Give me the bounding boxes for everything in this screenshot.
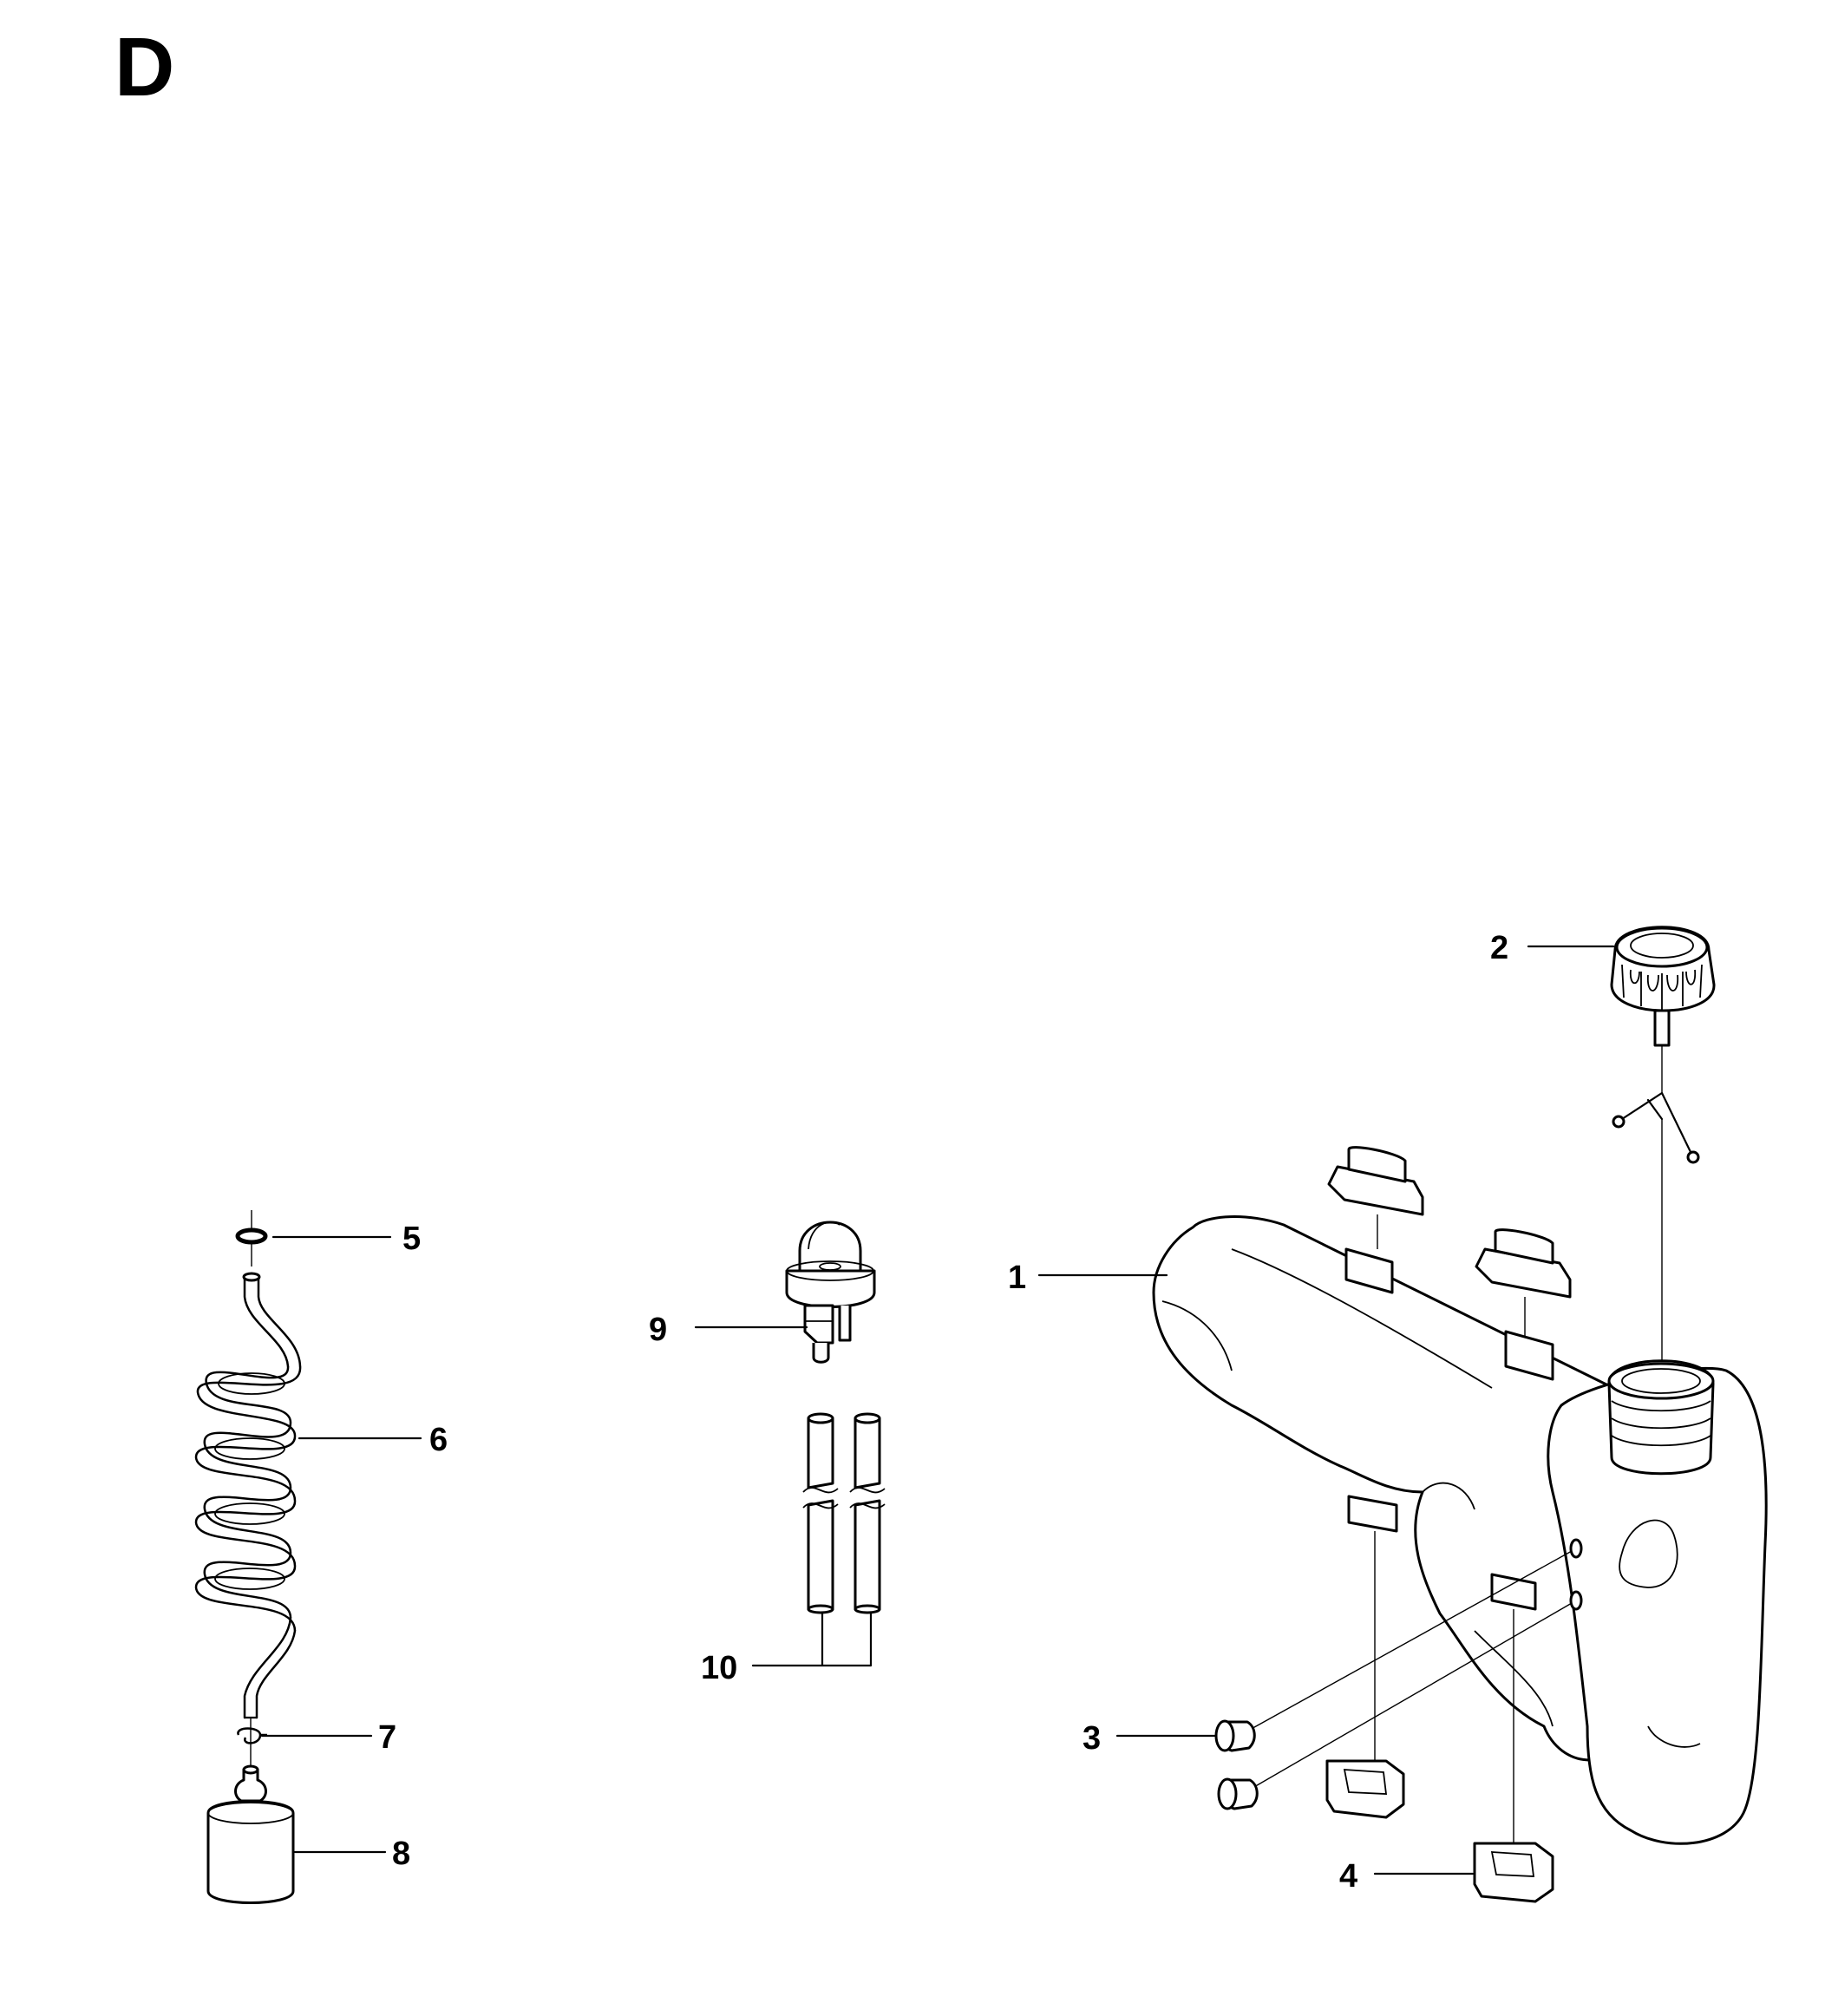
part-4-mount-upper-right (1475, 1228, 1572, 1336)
part-5-o-ring (235, 1210, 268, 1267)
part-9-primer-bulb (785, 1221, 876, 1364)
part-2-fuel-cap (1610, 926, 1716, 1431)
section-letter: D (114, 21, 175, 114)
part-3-grommet-upper (1214, 1550, 1573, 1752)
callout-9: 9 (649, 1312, 667, 1348)
callout-1: 1 (1008, 1260, 1026, 1296)
callout-4: 4 (1339, 1858, 1357, 1895)
part-10-fuel-lines (802, 1412, 886, 1614)
callout-5: 5 (402, 1221, 421, 1257)
part-4-mount-lower-right (1473, 1842, 1554, 1903)
callout-6: 6 (429, 1422, 448, 1458)
callout-3: 3 (1083, 1720, 1101, 1757)
part-4-mount-lower-left (1325, 1759, 1405, 1819)
callout-10: 10 (701, 1650, 737, 1686)
part-3-grommet-lower (1217, 1602, 1573, 1810)
part-8-fuel-filter (206, 1764, 295, 1904)
part-1-fuel-tank (1152, 1215, 1768, 1845)
callout-7: 7 (378, 1719, 396, 1756)
part-7-hose-clip (237, 1718, 267, 1770)
callout-2: 2 (1490, 930, 1508, 966)
callout-8: 8 (392, 1836, 410, 1872)
leader-10 (751, 1612, 873, 1667)
part-4-mount-upper-left (1327, 1146, 1424, 1249)
part-6-fuel-hose (194, 1272, 302, 1719)
